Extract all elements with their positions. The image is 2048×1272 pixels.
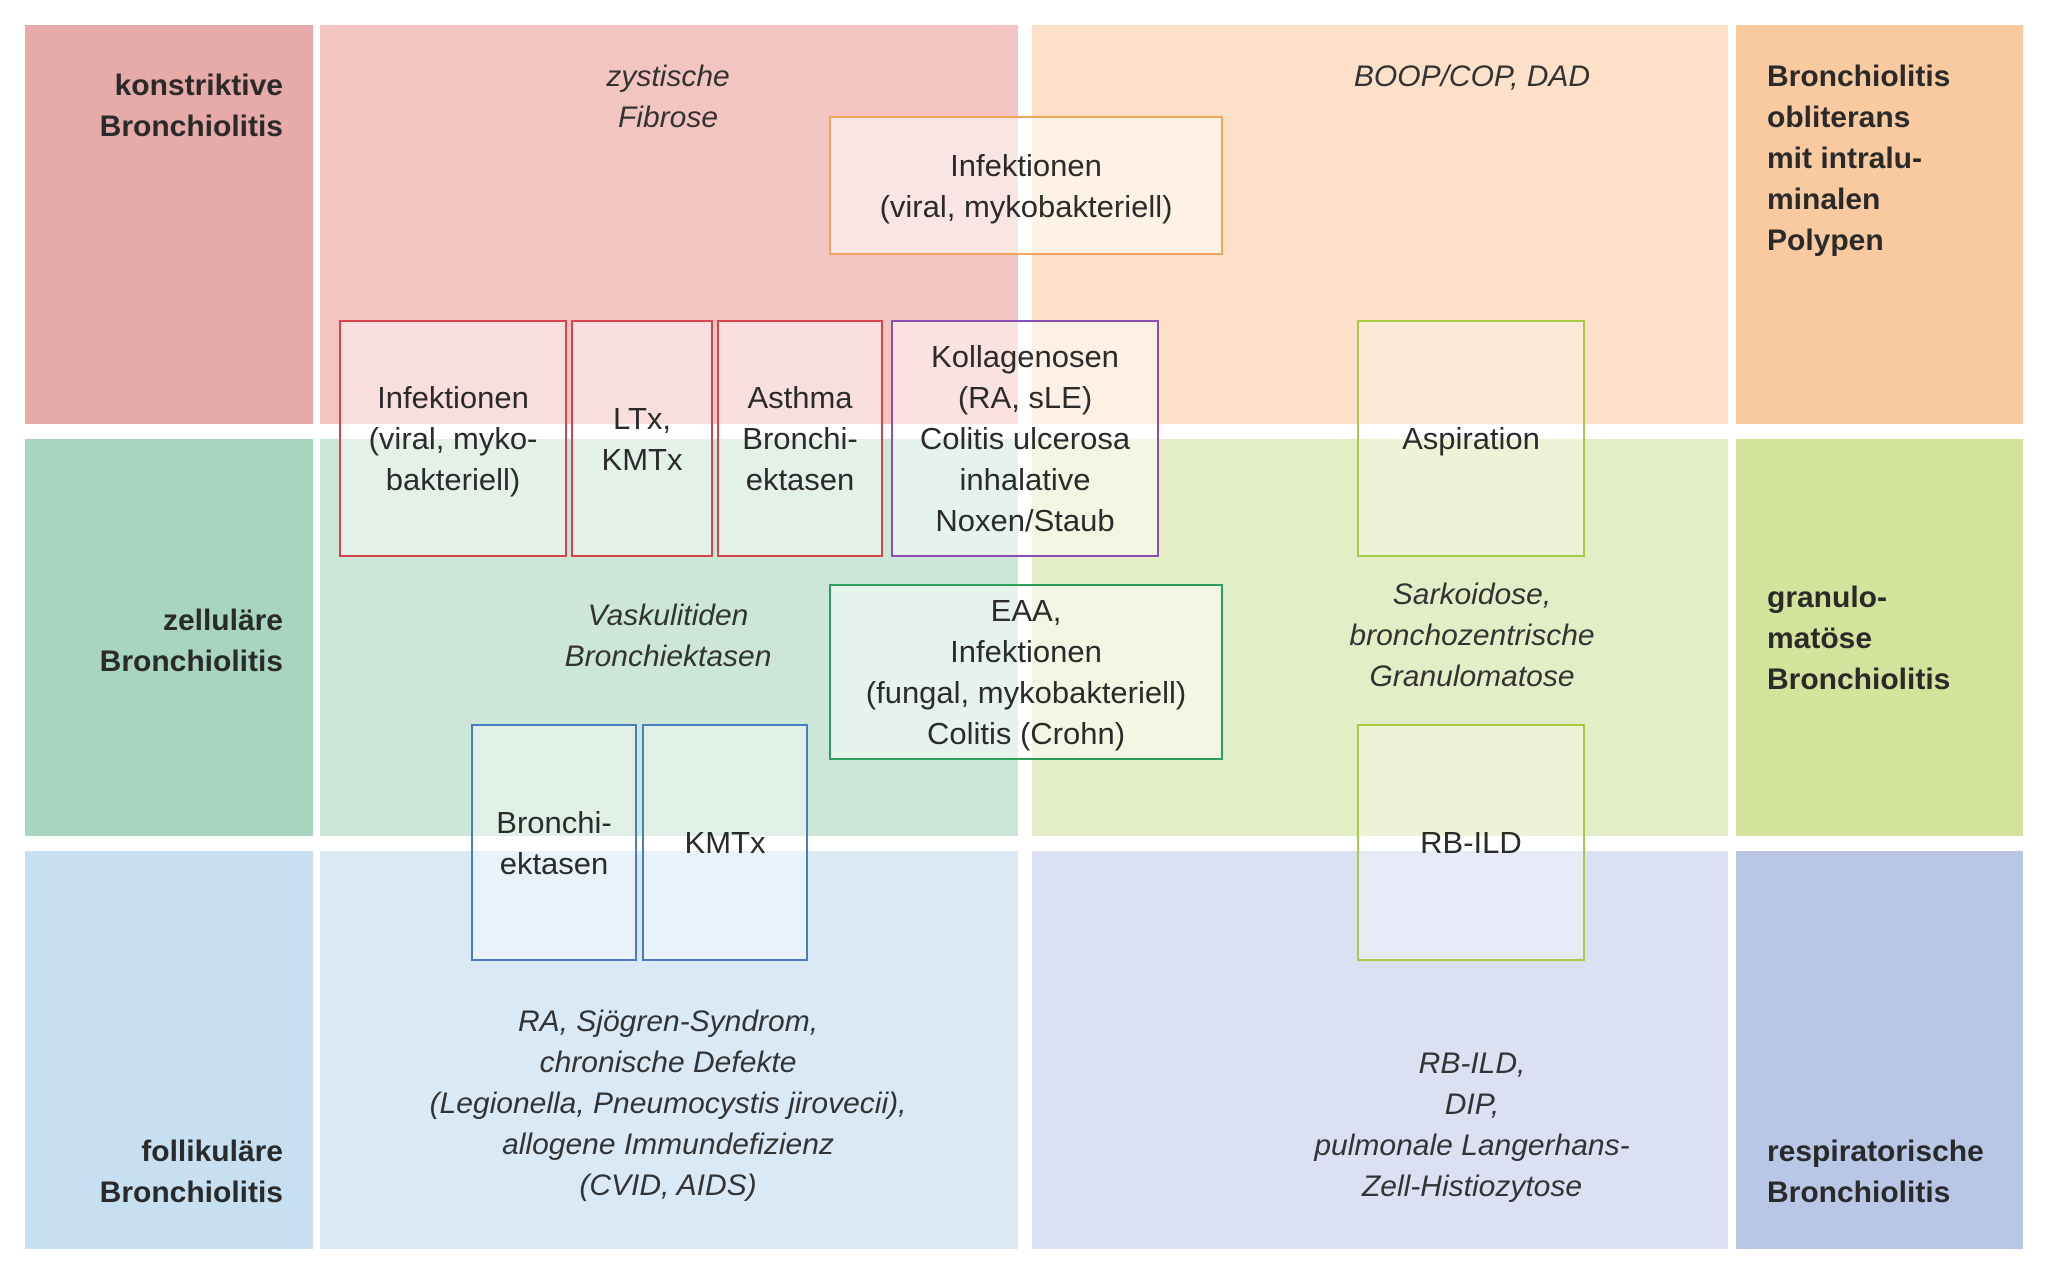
zellulaere-label-block: [25, 439, 313, 836]
text-line: KMTx: [684, 825, 766, 860]
text-line: Infektionen: [950, 147, 1102, 183]
text-line: Granulomatose: [1369, 660, 1575, 693]
text-line: Aspiration: [1402, 421, 1540, 456]
text-line: (CVID, AIDS): [579, 1169, 757, 1202]
text-line: ektasen: [499, 845, 609, 881]
follikulaere-area: [320, 851, 1018, 1249]
text-line: Sarkoidose,: [1392, 578, 1552, 611]
text-line: KMTx: [601, 441, 683, 477]
text-line: Noxen/Staub: [935, 503, 1115, 538]
text-line: ektasen: [745, 462, 855, 497]
text-line: (Legionella, Pneumocystis jirovecii),: [429, 1087, 907, 1120]
text-line: zelluläre: [162, 604, 283, 637]
text-line: Bronchi-: [742, 421, 858, 456]
text-line: (fungal, mykobakteriell): [865, 675, 1187, 710]
box-eaa: EAA, Infektionen (fungal, mykobakteriell) C…: [829, 584, 1223, 760]
text-line: granulo-: [1767, 580, 1887, 614]
text-line: obliterans: [1767, 100, 1911, 134]
respiratorische-label-block: [1736, 851, 2023, 1249]
text-line: Colitis (Crohn): [926, 716, 1126, 751]
note-rb-ild-dip: RB-ILD, DIP, pulmonale Langerhans- Zell-His…: [1272, 1043, 1672, 1207]
label-obliterans: Bronchiolitis obliterans mit intralu-minal…: [1767, 53, 2017, 263]
text-line: Asthma: [747, 380, 853, 415]
text-line: Bronchiolitis: [99, 1176, 283, 1209]
box-kollagenosen: Kollagenosen (RA, sLE) Colitis ulcerosa inh…: [891, 320, 1159, 557]
text-line: RB-ILD,: [1418, 1047, 1526, 1080]
text-line: Bronchiektasen: [564, 640, 772, 673]
text-line: pulmonale Langerhans-: [1314, 1129, 1630, 1162]
konstriktive-label-block: [25, 25, 313, 424]
follikulaere-label-block: [25, 851, 313, 1249]
note-boop-cop-dad: BOOP/COP, DAD: [1272, 56, 1672, 97]
text-line: (RA, sLE): [957, 380, 1093, 415]
text-line: Infektionen: [377, 380, 529, 415]
text-line: respiratorische: [1767, 1135, 1984, 1168]
text-line: minalen: [1767, 182, 1881, 216]
text-line: bakteriell): [385, 462, 521, 497]
text-line: Bronchiolitis: [1767, 1176, 1951, 1209]
text-line: Colitis ulcerosa: [919, 421, 1131, 456]
text-line: Bronchiolitis: [99, 645, 283, 678]
text-line: RB-ILD: [1420, 825, 1522, 860]
text-line: mit intralu-: [1767, 141, 1922, 175]
box-ltx-kmtx: LTx, KMTx: [571, 320, 713, 557]
text-line: LTx,: [613, 400, 671, 436]
text-line: Polypen: [1767, 223, 1884, 257]
text-line: chronische Defekte: [539, 1046, 797, 1079]
text-line: Kollagenosen: [931, 339, 1119, 374]
text-line: Vaskulitiden: [587, 599, 749, 632]
text-line: RA, Sjögren-Syndrom,: [517, 1005, 819, 1038]
box-kmtx-blue: KMTx: [642, 724, 808, 961]
text-line: BOOP/COP, DAD: [1353, 60, 1591, 93]
text-line: follikuläre: [141, 1135, 283, 1168]
text-line: (viral, myko-: [368, 421, 538, 456]
text-line: Bronchiolitis: [1767, 662, 1951, 696]
box-rb-ild: RB-ILD: [1357, 724, 1585, 961]
text-line: matöse: [1767, 621, 1873, 655]
text-line: DIP,: [1444, 1088, 1500, 1121]
text-line: inhalative: [959, 462, 1091, 497]
note-ra-sjoegren: RA, Sjögren-Syndrom, chronische Defekte (L…: [368, 1001, 968, 1206]
text-line: bronchozentrische: [1349, 619, 1595, 652]
text-line: Fibrose: [617, 101, 719, 134]
text-line: EAA,: [990, 593, 1062, 628]
obliterans-label-block: [1736, 25, 2023, 424]
text-line: Bronchiolitis: [1767, 59, 1951, 93]
box-infektionen-red: Infektionen (viral, myko-bakteriell): [339, 320, 567, 557]
text-line: zystische: [606, 60, 730, 93]
text-line: Bronchi-: [496, 804, 612, 840]
box-infektionen-viral-mykobakteriell: Infektionen (viral, mykobakteriell): [829, 116, 1223, 255]
text-line: allogene Immundefizienz: [502, 1128, 834, 1161]
text-line: Infektionen: [950, 634, 1102, 669]
text-line: Bronchiolitis: [99, 110, 283, 143]
box-bronchiektasen-blue: Bronchi-ektasen: [471, 724, 637, 961]
text-line: Zell-Histiozytose: [1361, 1170, 1583, 1203]
resp-area: [1032, 851, 1728, 1249]
text-line: konstriktive: [114, 69, 283, 102]
granulomatoese-label-block: [1736, 439, 2023, 836]
text-line: (viral, mykobakteriell): [879, 188, 1173, 224]
box-aspiration: Aspiration: [1357, 320, 1585, 557]
